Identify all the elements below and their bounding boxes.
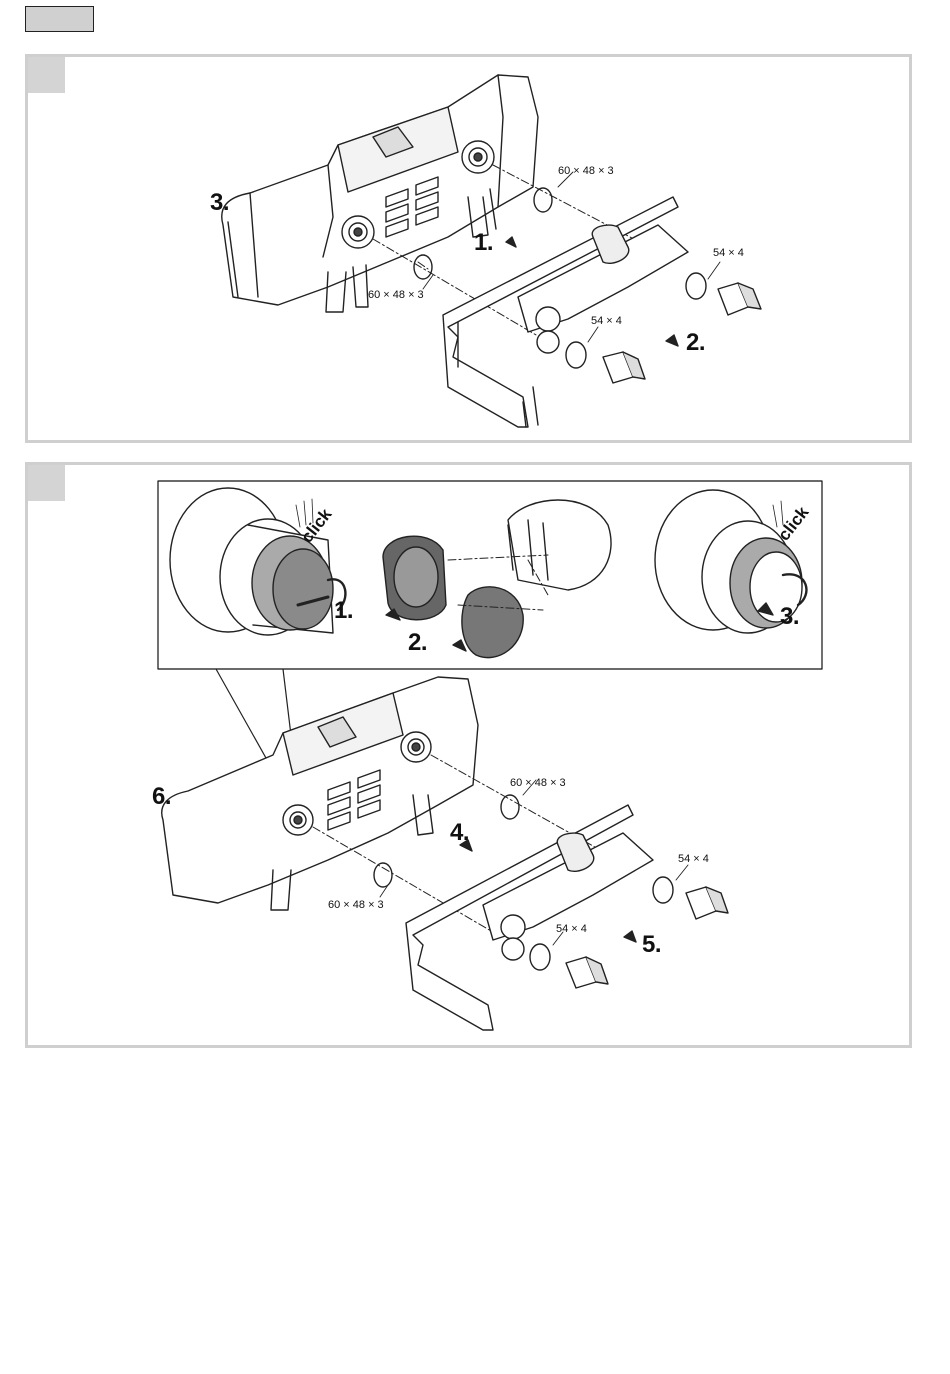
- hose-spigots: [603, 283, 761, 383]
- step-3-label: 3.: [210, 189, 229, 217]
- oring-left: [414, 255, 432, 279]
- header-label-box: [25, 6, 94, 32]
- arrow-step-1: [506, 237, 516, 247]
- oring-left: [374, 863, 392, 887]
- oring-top: [501, 795, 519, 819]
- panel-1-illustration: [28, 57, 909, 440]
- dim-right-oring: 54 × 4: [713, 247, 744, 259]
- step-2-label: 2.: [686, 329, 705, 357]
- dim-lower-oring: 54 × 4: [591, 315, 622, 327]
- oring-right: [686, 273, 706, 299]
- connection-block: [406, 805, 653, 1030]
- panel-2-illustration: [28, 465, 909, 1045]
- arrow-step-5: [624, 931, 636, 942]
- filter-housing: [222, 75, 538, 312]
- dim-left-oring: 60 × 48 × 3: [368, 289, 424, 301]
- panel-1: 3. 1. 2. 60 × 48 × 3 60 × 48 × 3 54 × 4 …: [25, 54, 912, 443]
- step-5-label: 5.: [642, 931, 661, 959]
- filter-housing: [162, 677, 478, 910]
- oring-lower: [530, 944, 550, 970]
- step-6-label: 6.: [152, 783, 171, 811]
- dim-right-oring: 54 × 4: [678, 853, 709, 865]
- dim-top-oring: 60 × 48 × 3: [510, 777, 566, 789]
- inset-step-3-label: 3.: [780, 603, 799, 631]
- inset-step-2-label: 2.: [408, 629, 427, 657]
- dim-lower-oring: 54 × 4: [556, 923, 587, 935]
- arrow-step-2: [666, 335, 678, 346]
- oring-top: [534, 188, 552, 212]
- dim-top-oring: 60 × 48 × 3: [558, 165, 614, 177]
- oring-lower: [566, 342, 586, 368]
- oring-right: [653, 877, 673, 903]
- step-1-label: 1.: [474, 229, 493, 257]
- inset-step-1-label: 1.: [334, 597, 353, 625]
- inset-arrow-2: [453, 640, 466, 651]
- step-4-label: 4.: [450, 819, 469, 847]
- dim-left-oring: 60 × 48 × 3: [328, 899, 384, 911]
- panel-2: 1. 2. 3. click click 6. 4. 5. 60 × 48 × …: [25, 462, 912, 1048]
